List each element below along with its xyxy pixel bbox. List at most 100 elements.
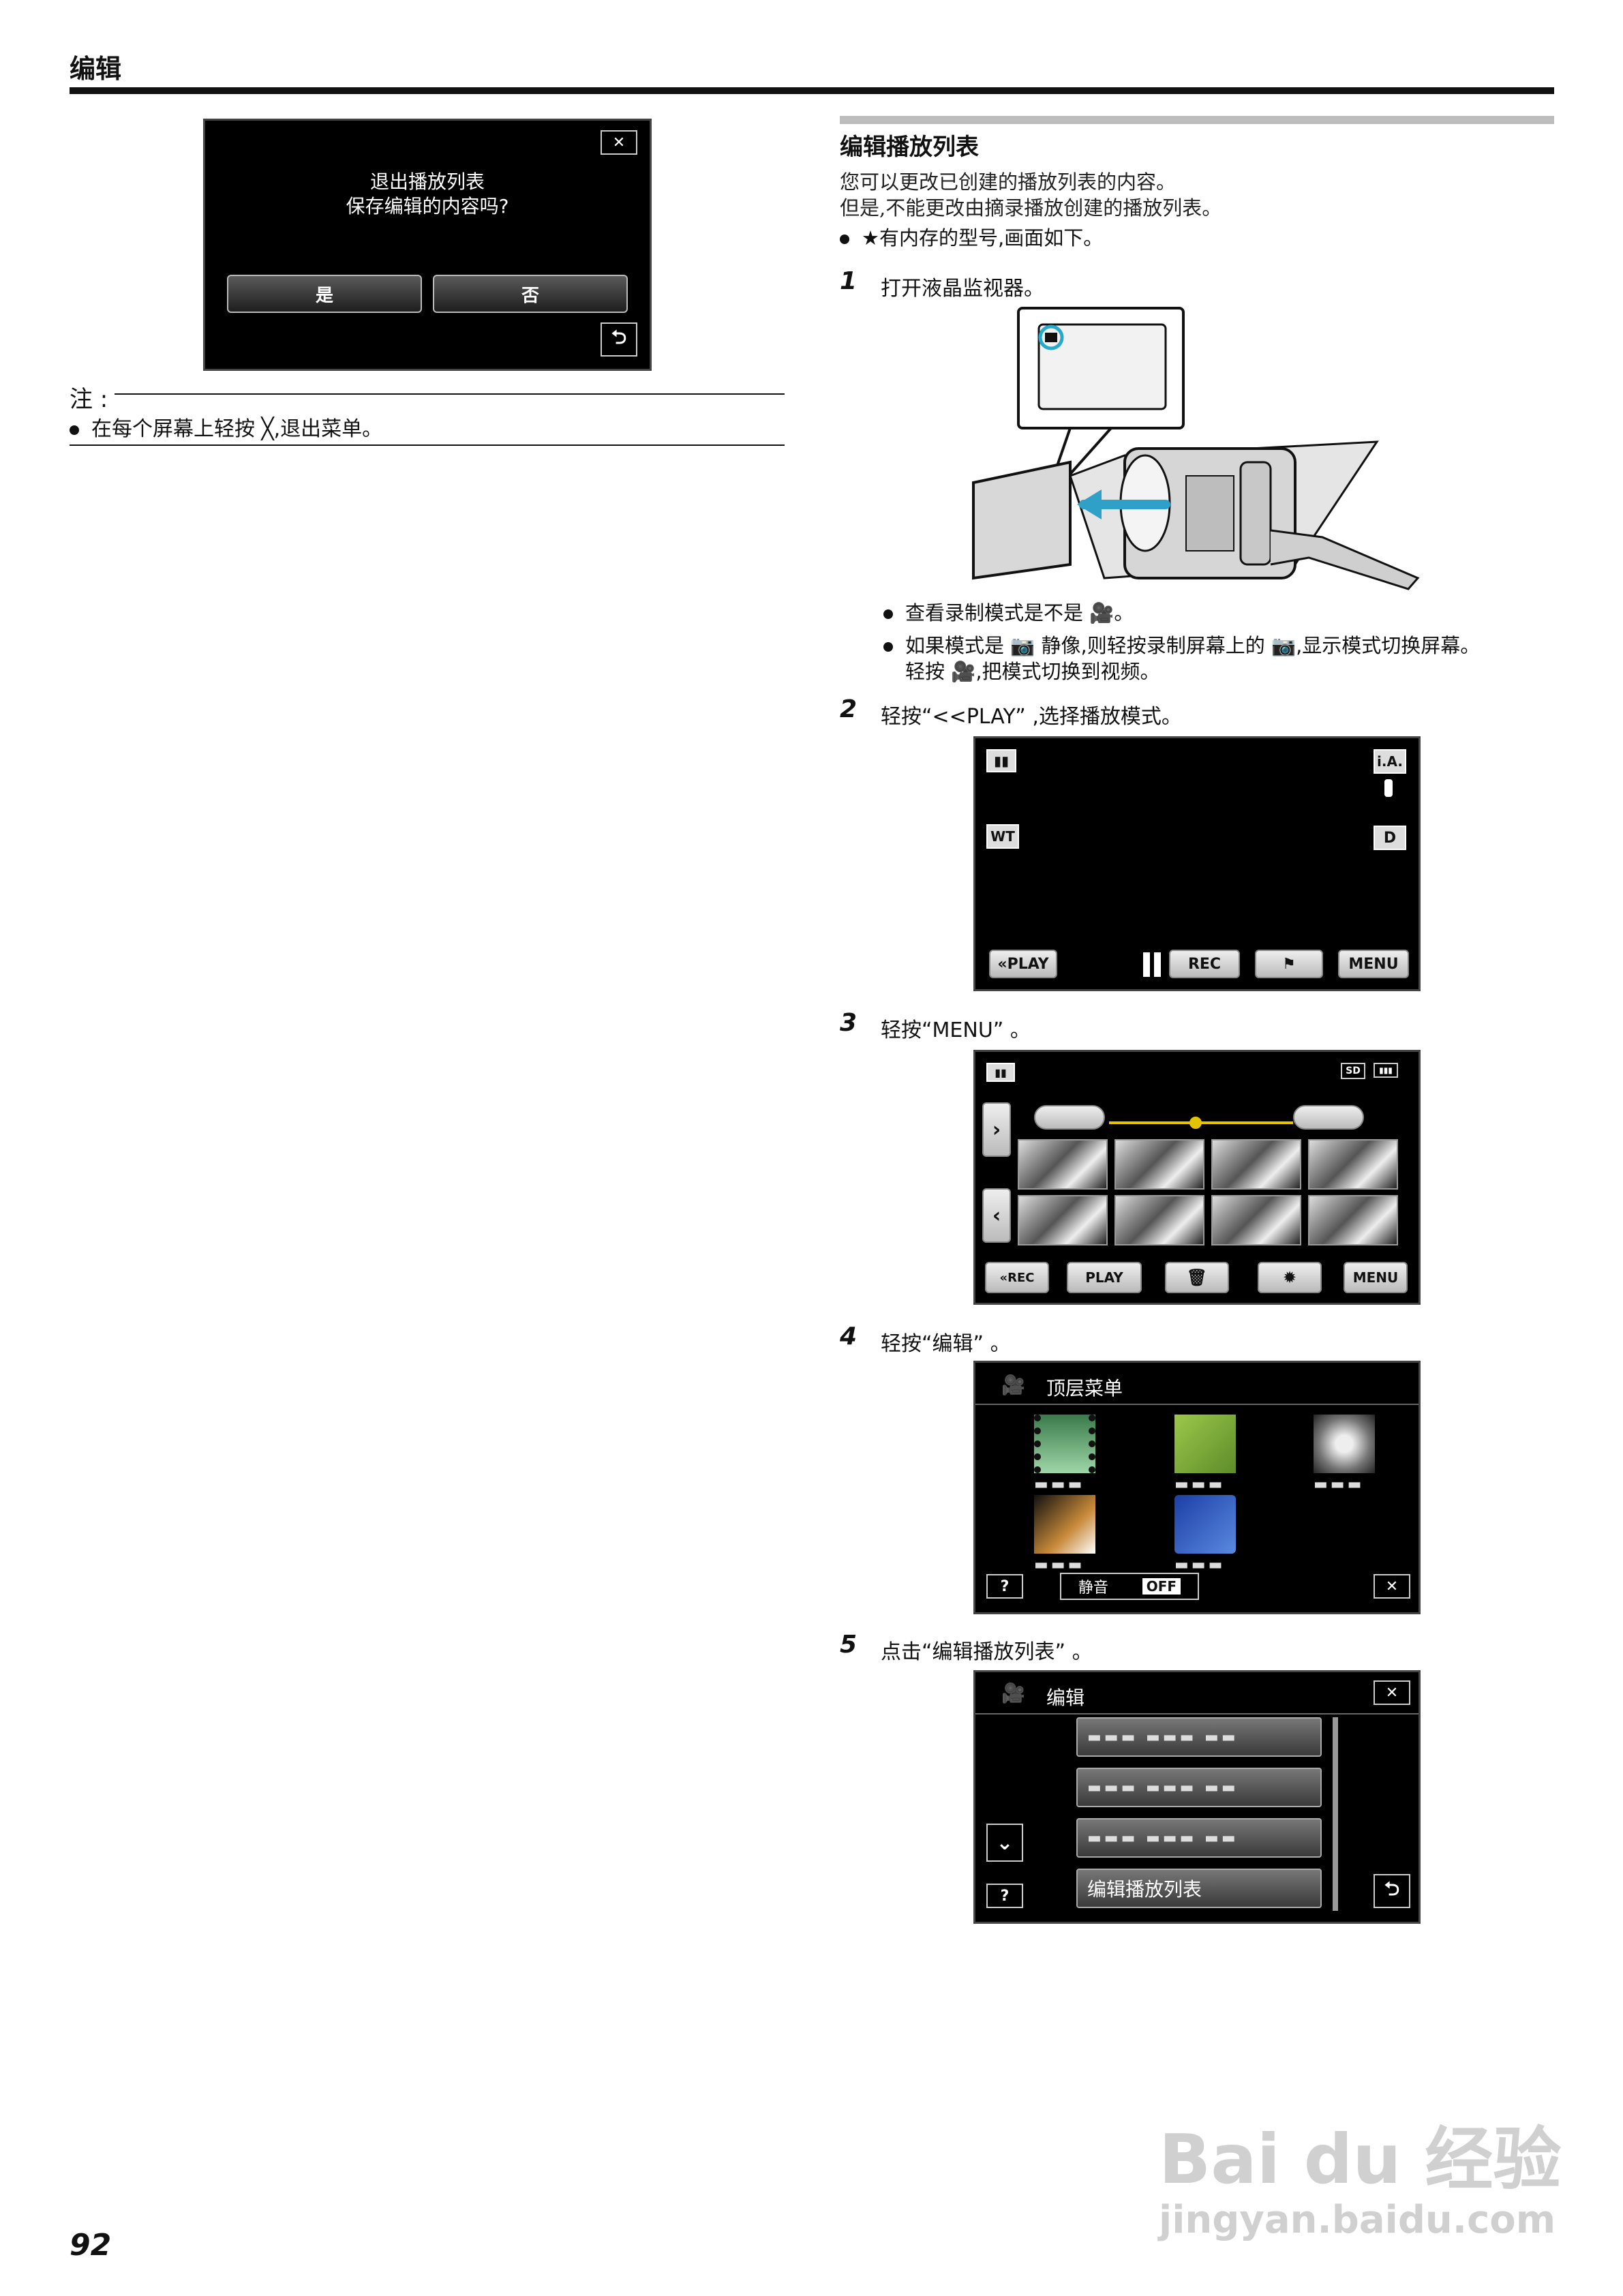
next-date-button[interactable]	[1293, 1105, 1364, 1130]
thumbnail[interactable]	[1018, 1195, 1108, 1245]
menu-item-label: ▬▬▬ ▬▬▬ ▬▬	[1087, 1829, 1239, 1847]
menu-item-label: ▬▬▬	[1174, 1476, 1226, 1493]
exit-playlist-dialog: ✕ 退出播放列表 保存编辑的内容吗? 是 否 ⮌	[203, 119, 652, 371]
edit-menu-item[interactable]: ▬▬▬ ▬▬▬ ▬▬	[1076, 1717, 1322, 1757]
help-button[interactable]: ?	[986, 1574, 1023, 1599]
page-number: 92	[70, 2228, 112, 2263]
menu-item-label: ▬▬▬	[1034, 1476, 1085, 1493]
watermark-brand: Bai du 经验	[1159, 2119, 1562, 2199]
scroll-down-button[interactable]: ⌄	[986, 1824, 1023, 1862]
thumbnail[interactable]	[1114, 1139, 1204, 1190]
step-3-text: 轻按“MENU” 。	[881, 1018, 1031, 1042]
step-4-number: 4	[840, 1323, 858, 1350]
thumbnail[interactable]	[1211, 1195, 1301, 1245]
menu-item-label: ▬▬▬	[1174, 1556, 1226, 1573]
top-menu-title: 顶层菜单	[1046, 1377, 1123, 1400]
record-screen: ▮▮ i.A. WT D «PLAY REC ⚑ MENU	[973, 736, 1421, 991]
thumbnail[interactable]	[1308, 1195, 1398, 1245]
playback-screen: ▮▮ SD ▮▮▮ › ‹ «REC PLAY 🗑 ✹ MENU	[973, 1050, 1421, 1305]
close-icon[interactable]: ✕	[1374, 1574, 1410, 1599]
note-bottom-rule	[70, 444, 785, 446]
top-menu-screen: 🎥 顶层菜单 ▬▬▬ ▬▬▬ ▬▬▬ ▬▬▬ ▬▬▬ ? 静音 OFF ✕	[973, 1361, 1421, 1614]
note-rule	[115, 393, 785, 395]
flag-play-button[interactable]: PLAY	[1067, 1262, 1142, 1293]
menu-button[interactable]: MENU	[1344, 1262, 1408, 1293]
d-icon[interactable]: D	[1374, 826, 1406, 850]
memory-model-text: ★有内存的型号,画面如下。	[862, 226, 1104, 250]
edit-tools-icon[interactable]	[1174, 1415, 1236, 1473]
step-1-bullet-3-text: 轻按 🎥,把模式切换到视频。	[905, 660, 1160, 683]
intro-line-2: 但是,不能更改由摘录播放创建的播放列表。	[840, 196, 1222, 220]
step-1-bullet-2: 如果模式是 📷 静像,则轻按录制屏幕上的 📷,显示模式切换屏幕。	[883, 630, 1480, 659]
sd-card-icon[interactable]	[1174, 1495, 1236, 1554]
step-2-text: 轻按“<<PLAY” ,选择播放模式。	[881, 705, 1182, 729]
edit-menu-item[interactable]: ▬▬▬ ▬▬▬ ▬▬	[1076, 1768, 1322, 1807]
copy-icon[interactable]	[1034, 1495, 1095, 1554]
step-1-bullet-1-text: 查看录制模式是不是 🎥。	[905, 601, 1134, 624]
page-header-title: 编辑	[70, 54, 122, 84]
title-bar	[975, 1363, 1419, 1405]
mute-toggle[interactable]: 静音 OFF	[1060, 1573, 1199, 1600]
flag-button[interactable]: ⚑	[1255, 950, 1323, 978]
header-rule	[70, 87, 1554, 94]
scrollbar[interactable]	[1333, 1717, 1338, 1911]
back-icon[interactable]: ⮌	[601, 322, 637, 357]
video-mode-icon[interactable]: ▮▮	[986, 1063, 1015, 1082]
note-label: 注 :	[70, 386, 108, 413]
yes-button[interactable]: 是	[227, 275, 422, 313]
film-icon[interactable]	[1034, 1415, 1095, 1473]
figure-icon	[1384, 779, 1393, 797]
help-button[interactable]: ?	[986, 1884, 1023, 1908]
rec-button[interactable]: REC	[1169, 950, 1240, 978]
wt-icon[interactable]: WT	[986, 824, 1019, 849]
edit-menu-screen: 🎥 编辑 ✕ ▬▬▬ ▬▬▬ ▬▬ ▬▬▬ ▬▬▬ ▬▬ ▬▬▬ ▬▬▬ ▬▬ …	[973, 1670, 1421, 1924]
memory-model-bullet: ★有内存的型号,画面如下。	[840, 222, 1103, 251]
section-bar	[840, 116, 1554, 124]
menu-button[interactable]: MENU	[1338, 950, 1409, 978]
camcorder-illustration	[972, 307, 1420, 590]
date-slider-knob[interactable]	[1189, 1117, 1202, 1129]
edit-playlist-item[interactable]: 编辑播放列表	[1076, 1869, 1322, 1908]
edit-menu-title: 编辑	[1046, 1687, 1085, 1709]
play-button[interactable]: «PLAY	[989, 950, 1057, 978]
step-4-text: 轻按“编辑” 。	[881, 1332, 1011, 1356]
close-icon[interactable]: ✕	[601, 130, 637, 155]
back-icon[interactable]: ⮌	[1374, 1874, 1410, 1908]
title-bar	[975, 1672, 1419, 1715]
step-2-number: 2	[840, 695, 858, 723]
prev-date-button[interactable]	[1034, 1105, 1105, 1130]
menu-item-label: ▬▬▬	[1034, 1556, 1085, 1573]
video-camera-icon: 🎥	[1001, 1374, 1025, 1396]
pause-icon[interactable]	[1143, 952, 1161, 977]
thumbnail[interactable]	[1211, 1139, 1301, 1190]
next-page-button[interactable]: ›	[982, 1102, 1011, 1157]
edit-menu-item[interactable]: ▬▬▬ ▬▬▬ ▬▬	[1076, 1818, 1322, 1858]
trash-button[interactable]: 🗑	[1165, 1262, 1229, 1293]
mode-highlight-circle	[1038, 324, 1064, 350]
menu-item-label: ▬▬▬ ▬▬▬ ▬▬	[1087, 1728, 1239, 1746]
section-title: 编辑播放列表	[840, 134, 979, 161]
step-3-number: 3	[840, 1009, 858, 1037]
bullet-dot	[840, 235, 849, 244]
step-1-bullet-3: 轻按 🎥,把模式切换到视频。	[905, 656, 1160, 684]
rec-mode-button[interactable]: «REC	[985, 1262, 1049, 1293]
gear-button[interactable]: ✹	[1258, 1262, 1322, 1293]
ia-icon[interactable]: i.A.	[1374, 749, 1406, 774]
thumbnail[interactable]	[1018, 1139, 1108, 1190]
note-item: 在每个屏幕上轻按 ╳,退出菜单。	[70, 412, 382, 442]
thumbnail[interactable]	[1308, 1139, 1398, 1190]
step-1-text: 打开液晶监视器。	[881, 277, 1044, 301]
prev-page-button[interactable]: ‹	[982, 1188, 1011, 1243]
settings-icon[interactable]	[1314, 1415, 1375, 1473]
no-button[interactable]: 否	[433, 275, 628, 313]
step-5-number: 5	[840, 1631, 858, 1659]
video-mode-icon[interactable]: ▮▮	[986, 749, 1016, 772]
close-icon[interactable]: ✕	[1374, 1680, 1410, 1705]
step-5-text: 点击“编辑播放列表” 。	[881, 1640, 1093, 1664]
dialog-message-line2: 保存编辑的内容吗?	[346, 195, 509, 217]
dialog-message-line1: 退出播放列表	[369, 170, 485, 193]
thumbnail[interactable]	[1114, 1195, 1204, 1245]
menu-item-label: ▬▬▬ ▬▬▬ ▬▬	[1087, 1779, 1239, 1796]
step-1-bullet-2-text: 如果模式是 📷 静像,则轻按录制屏幕上的 📷,显示模式切换屏幕。	[905, 634, 1481, 657]
bullet-dot	[70, 425, 79, 435]
